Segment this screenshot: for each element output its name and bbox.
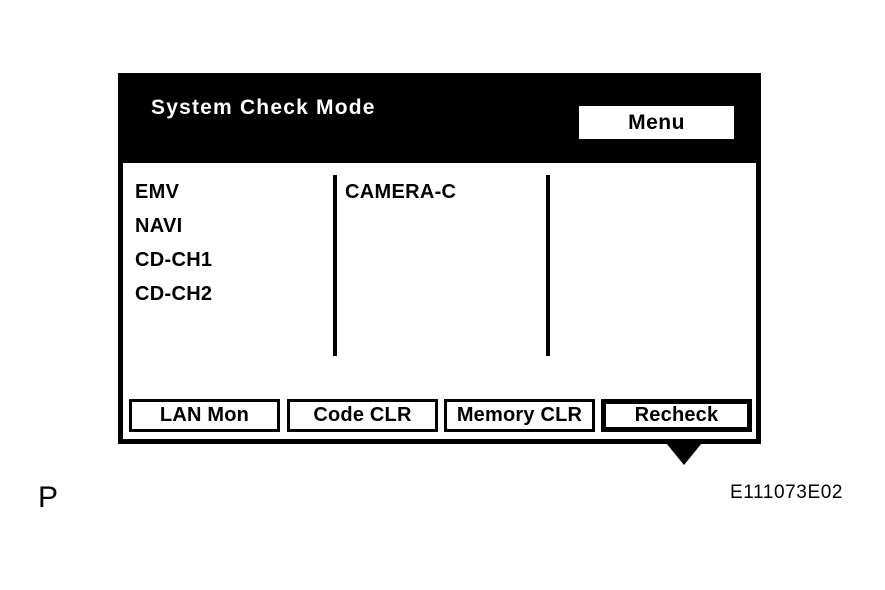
list-item[interactable]: CD-CH1	[135, 249, 213, 271]
list-item[interactable]: NAVI	[135, 215, 183, 237]
screen-header: System Check Mode Menu	[123, 78, 756, 163]
recheck-button[interactable]: Recheck	[601, 399, 752, 432]
column-divider-2	[546, 175, 550, 356]
list-item[interactable]: CAMERA-C	[345, 181, 457, 203]
left-caption: P	[38, 481, 59, 514]
system-check-screen-panel: System Check Mode Menu EMV NAVI CD-CH1 C…	[118, 73, 761, 465]
list-item[interactable]: CD-CH2	[135, 283, 213, 305]
menu-button[interactable]: Menu	[579, 106, 734, 139]
screen-button-bar: LAN Mon Code CLR Memory CLR Recheck	[123, 389, 756, 439]
code-clr-button[interactable]: Code CLR	[287, 399, 438, 432]
list-item[interactable]: EMV	[135, 181, 180, 203]
memory-clr-button[interactable]: Memory CLR	[444, 399, 595, 432]
figure-code: E111073E02	[730, 482, 844, 503]
page-title: System Check Mode	[151, 96, 376, 119]
lan-mon-button[interactable]: LAN Mon	[129, 399, 280, 432]
system-list-column-1: EMV NAVI CD-CH1 CD-CH2	[135, 177, 325, 313]
system-list-column-2: CAMERA-C	[345, 177, 535, 211]
column-divider-1	[333, 175, 337, 356]
